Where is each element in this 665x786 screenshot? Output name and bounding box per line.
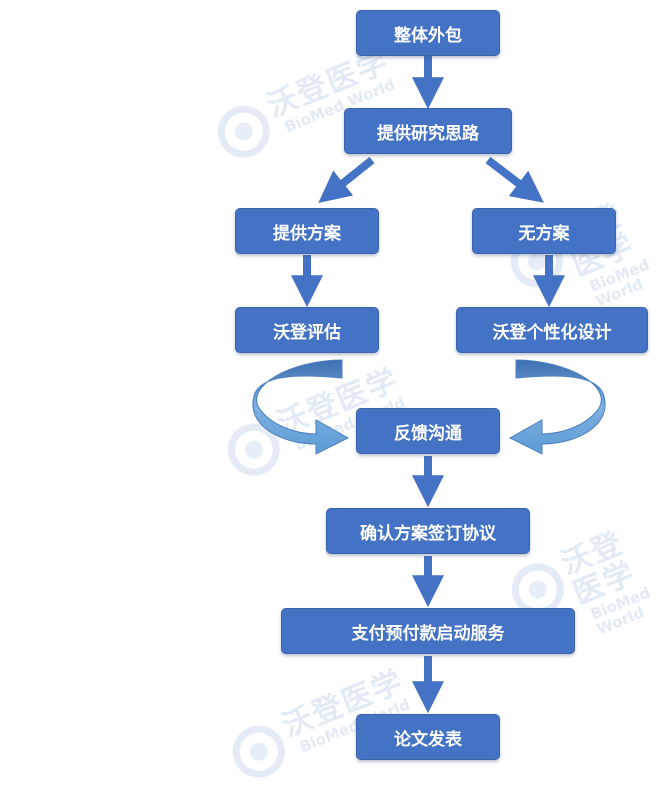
arrow-research-to-no-plan bbox=[485, 156, 544, 203]
step-overall-outsourcing: 整体外包 bbox=[356, 10, 500, 56]
curved-arrow-right bbox=[508, 359, 606, 455]
step-provide-plan: 提供方案 bbox=[235, 208, 379, 254]
curved-arrow-left bbox=[252, 359, 350, 455]
flow-arrows bbox=[252, 56, 606, 714]
step-evaluate: 沃登评估 bbox=[235, 307, 379, 353]
step-custom-design: 沃登个性化设计 bbox=[456, 307, 648, 353]
step-payment-start: 支付预付款启动服务 bbox=[281, 608, 575, 654]
step-research-ideas: 提供研究思路 bbox=[344, 108, 512, 154]
arrow-research-to-provide-plan bbox=[318, 156, 375, 203]
step-confirm-agreement: 确认方案签订协议 bbox=[326, 508, 530, 554]
step-publish-paper: 论文发表 bbox=[356, 714, 500, 760]
step-feedback: 反馈沟通 bbox=[356, 408, 500, 454]
step-no-plan: 无方案 bbox=[472, 208, 616, 254]
